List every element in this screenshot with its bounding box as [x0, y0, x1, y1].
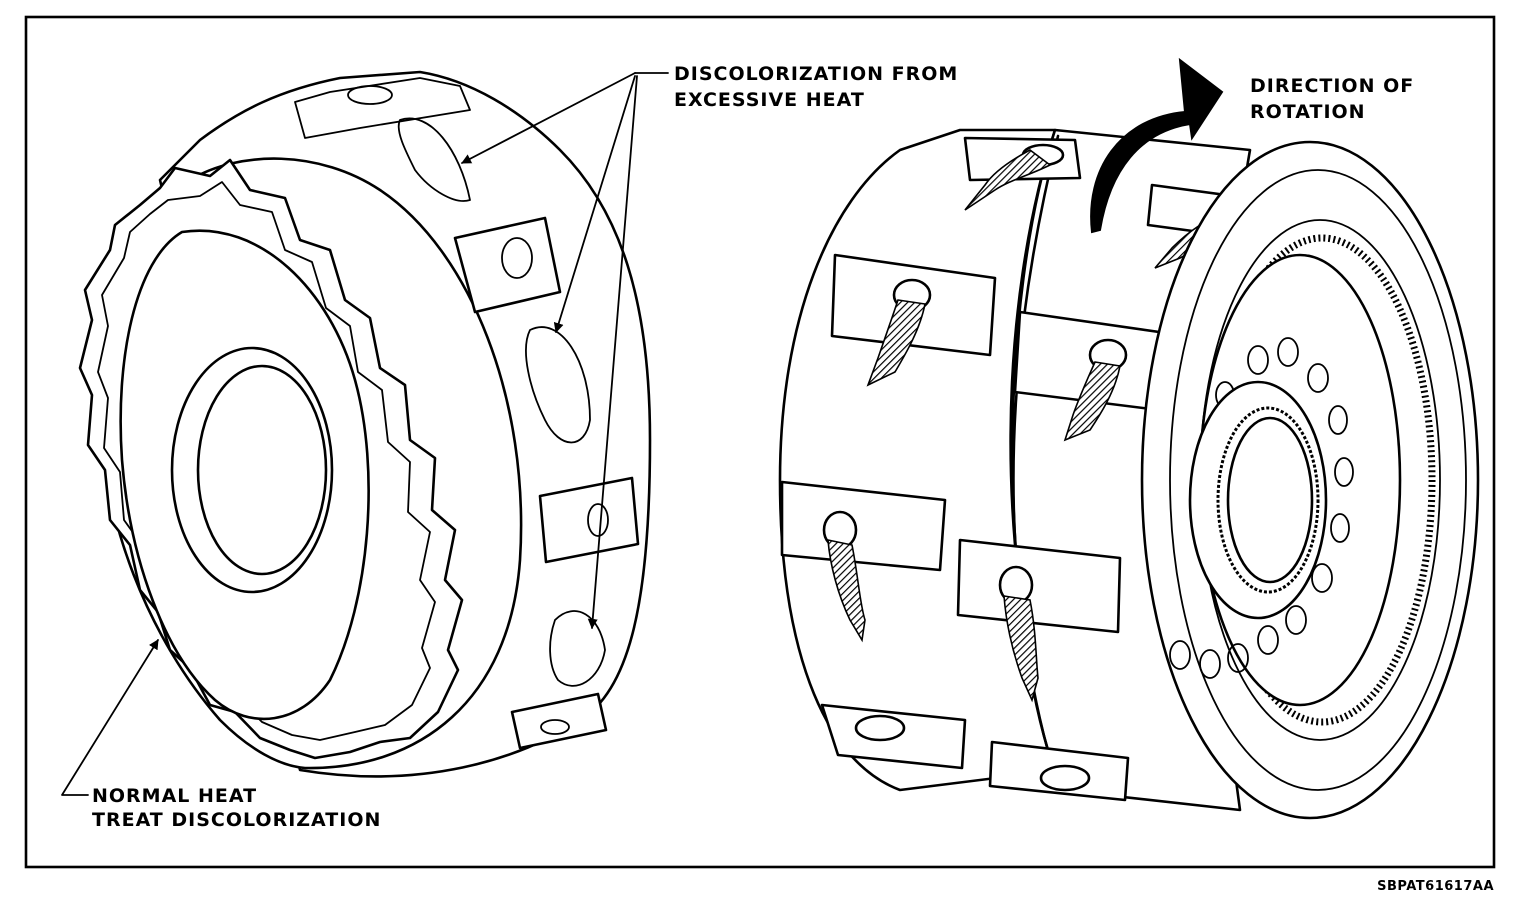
label-normal-heat-line1: NORMAL HEAT	[92, 785, 257, 807]
callout-leaders	[61, 72, 669, 796]
left-band-mid1-hole	[501, 237, 533, 279]
left-spline-inner-edge	[97, 181, 436, 741]
left-band-mid1	[453, 216, 562, 314]
left-band-mid2	[538, 476, 640, 564]
label-rotation-line1: DIRECTION OF	[1250, 75, 1414, 97]
excessive-heat-arrow-2	[553, 75, 636, 333]
right-heat-streak-6	[1003, 595, 1039, 703]
right-band-back-low	[780, 480, 947, 572]
right-end-face-teeth-ring	[1208, 234, 1436, 726]
label-excessive-heat-line2: EXCESSIVE HEAT	[674, 89, 865, 111]
left-clutch-drum	[78, 70, 652, 778]
left-band-bottom-hole	[540, 719, 570, 735]
right-heat-streak-5	[827, 538, 866, 643]
figure-id: SBPAT61617AA	[1377, 879, 1494, 894]
right-hub-bore	[1226, 416, 1314, 584]
left-band-mid2-hole	[587, 503, 609, 537]
right-end-face-holes	[1169, 337, 1354, 679]
left-band-top	[294, 77, 471, 139]
label-rotation-line2: ROTATION	[1250, 101, 1366, 123]
right-heat-streak-3	[866, 299, 926, 387]
right-heat-streak-1	[964, 149, 1052, 211]
label-normal-heat-line2: TREAT DISCOLORIZATION	[92, 809, 381, 831]
excessive-heat-arrow-1	[461, 72, 636, 164]
right-drum-ridge	[1012, 134, 1064, 790]
left-heat-patch-2	[525, 326, 591, 444]
right-end-face-rim	[1169, 169, 1467, 791]
excessive-heat-arrow-3	[587, 75, 638, 629]
right-hole-8	[1039, 764, 1091, 792]
right-hole-7	[854, 714, 906, 742]
normal-heat-leader	[61, 639, 159, 796]
right-band-front-low	[956, 538, 1122, 634]
left-heat-patch-1	[397, 117, 471, 202]
right-heat-streak-4	[1063, 361, 1121, 442]
figure-frame	[24, 15, 1496, 869]
rotation-arrow	[1090, 57, 1224, 234]
left-center-bore-inner	[196, 364, 328, 576]
label-excessive-heat-line1: DISCOLORIZATION FROM	[674, 63, 958, 85]
right-clutch-drum	[778, 57, 1480, 820]
left-band-top-hole	[347, 85, 393, 105]
left-heat-patch-3	[549, 610, 606, 687]
